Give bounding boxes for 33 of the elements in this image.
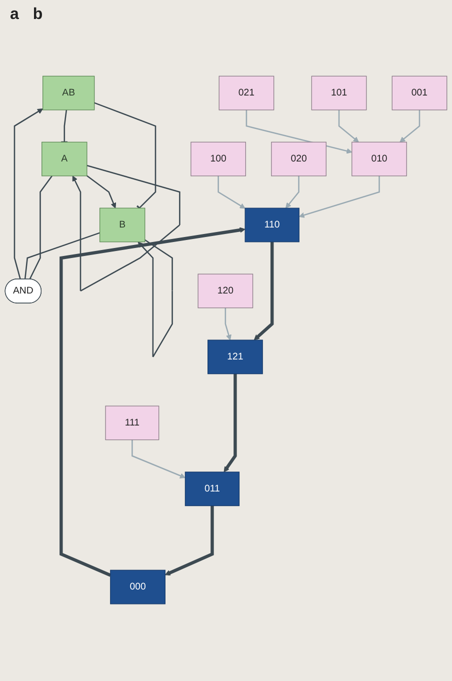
node-box: 011 <box>184 472 240 507</box>
node-box: 121 <box>208 340 263 375</box>
arrow <box>14 108 44 280</box>
node-box: 120 <box>198 274 254 309</box>
panel-label: a <box>10 6 19 24</box>
arrow <box>338 110 359 143</box>
arrow <box>224 374 237 473</box>
arrow <box>224 308 232 341</box>
arrow <box>132 440 186 479</box>
node-box: B <box>99 208 146 243</box>
arrow <box>60 228 246 578</box>
node-box: 110 <box>244 208 300 243</box>
arrow <box>400 110 420 143</box>
node-box: 020 <box>271 142 326 177</box>
arrow <box>298 176 380 218</box>
node-box: AB <box>42 76 95 111</box>
arrow <box>218 176 246 210</box>
arrow <box>246 110 352 154</box>
node-box: A <box>42 142 88 177</box>
arrow <box>72 165 180 292</box>
node-box: 000 <box>110 570 166 605</box>
node-box: 111 <box>105 406 160 441</box>
node-box: 010 <box>352 142 407 177</box>
node-box: 021 <box>218 76 274 111</box>
panel-label: b <box>32 6 43 24</box>
node-box: 001 <box>392 76 448 111</box>
arrow <box>164 506 214 576</box>
node-box: 100 <box>190 142 246 177</box>
node-box: 101 <box>311 76 367 111</box>
arrow <box>86 176 116 209</box>
arrow <box>286 176 300 209</box>
arrow <box>254 242 274 341</box>
arrow <box>138 240 173 358</box>
